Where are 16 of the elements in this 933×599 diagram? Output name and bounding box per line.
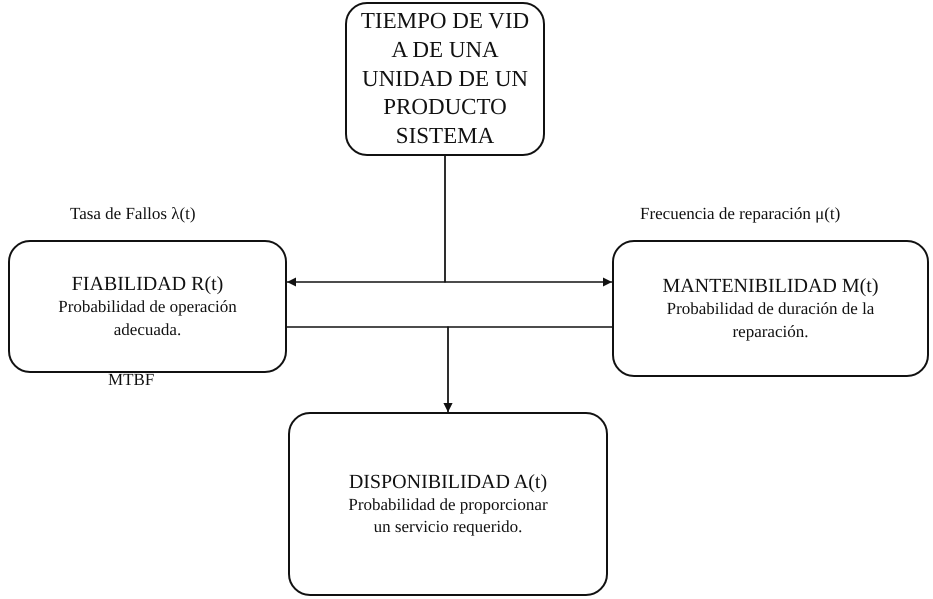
concept-box: [612, 240, 929, 377]
box-heading: DISPONIBILIDAD A(t): [348, 470, 548, 494]
box-description: Probabilidad de proporcionar un servicio requerido.: [347, 494, 549, 538]
box-description: Probabilidad de duración de la reparación.: [666, 298, 876, 343]
side-label: Frecuencia de reparación μ(t): [640, 204, 840, 224]
title-box: [345, 2, 545, 156]
side-label: Tasa de Fallos λ(t): [70, 204, 196, 224]
box-heading: FIABILIDAD R(t): [70, 272, 224, 296]
side-label: MTBF: [108, 370, 154, 390]
box-heading: MANTENIBILIDAD M(t): [661, 274, 880, 298]
box-heading: TIEMPO DE VID A DE UNA UNIDAD DE UN PRODUCTO SISTEMA: [360, 7, 530, 150]
arrow: [444, 156, 612, 286]
concept-box: [288, 412, 608, 596]
concept-box: [8, 240, 287, 373]
box-description: Probabilidad de operación adecuada.: [57, 296, 238, 340]
arrow: [444, 326, 612, 412]
